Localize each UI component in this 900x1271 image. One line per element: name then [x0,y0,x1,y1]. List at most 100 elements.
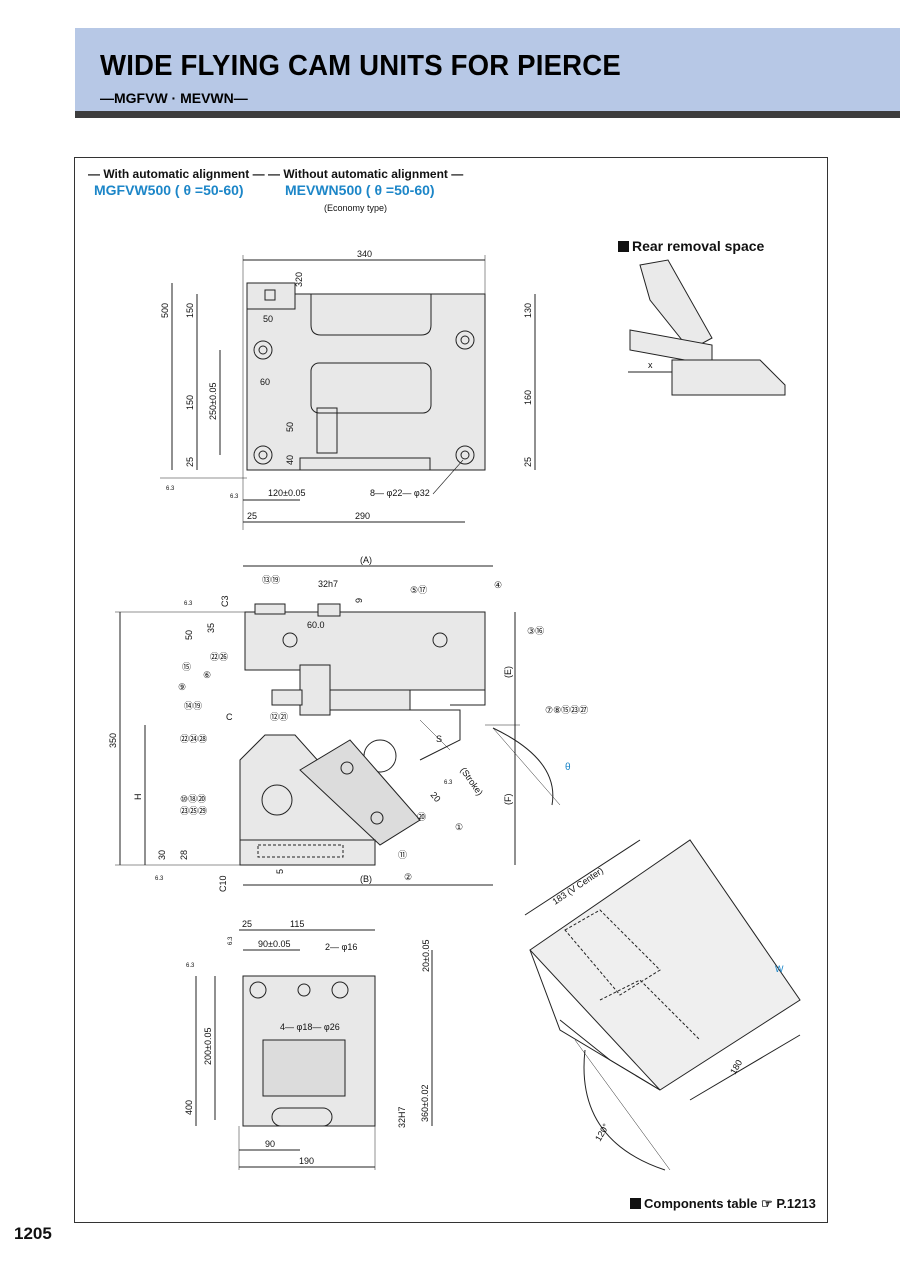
dim-text: 9 [354,598,364,603]
dim-text: 25 [523,457,533,467]
page-number: 1205 [14,1224,52,1243]
components-page-ref: P.1213 [776,1196,816,1211]
side-base-slot [257,844,344,858]
components-table-ref[interactable]: Components table ☞ P.1213 [630,1196,816,1212]
dim-text: 150 [185,303,195,318]
dim-text: 6.3 [228,936,234,945]
variant-auto-label: — With automatic alignment — [88,167,265,181]
bottom-view [195,929,433,1170]
dim-text: 30 [157,850,167,860]
iso-view [524,839,801,1171]
dim-text: ㉒㉔㉘ [180,734,207,744]
top-slot-middle [310,362,432,414]
drawing-panel [74,157,828,1223]
top-center-key [316,407,338,454]
header-band [75,28,900,112]
dim-text: 90±0.05 [258,939,290,949]
dim-text: 160 [523,390,533,405]
variant-manual-code: MEVWN500 ( θ =50-60) [285,182,435,198]
dim-text: 400 [184,1100,194,1115]
variant-manual-label: — Without automatic alignment — [268,167,464,181]
dim-text: 340 [357,249,372,259]
top-bolt-hole-1-inner [258,345,268,355]
dim-180-line [689,1034,801,1101]
side-bolt-1 [282,632,298,648]
side-view [115,565,561,886]
side-top-key [254,603,286,615]
dim-text: ⑨ [178,682,186,692]
dim-text: C [226,712,233,722]
top-bolt-hole-2-inner [258,450,268,460]
theta-ray [492,727,561,806]
dim-text: 500 [160,303,170,318]
dim-text: (A) [360,555,372,565]
dim-text: 25 [242,919,252,929]
side-cam-slider [299,739,421,846]
variant-auto-code: MGFVW500 ( θ =50-60) [94,182,244,198]
dim-text: 120° [593,1122,611,1143]
top-bolt-hole-1 [253,340,273,360]
side-slider-bolt-2 [370,811,384,825]
dim-text: 20±0.05 [421,940,431,972]
dim-text: 200±0.05 [203,1028,213,1065]
header-shadow [75,111,900,118]
dim-text: 32H7 [397,1106,407,1128]
top-view [160,255,536,530]
dim-text: C10 [218,875,228,892]
dim-text: 20 [428,790,442,804]
angle-ray [574,1039,671,1171]
side-bolt-2 [432,632,448,648]
square-bullet-icon [618,241,629,252]
stroke-line [419,719,451,751]
hole-leader [432,459,464,495]
dim-text: H [133,794,143,801]
dim-text: ⑫㉑ [270,712,288,722]
dim-text: 115 [290,919,304,929]
iso-lower-edge [559,1019,661,1091]
dim-text: 320 [294,272,304,287]
dim-text: ⑦⑧⑮㉓㉗ [545,705,588,715]
bottom-hole-2 [297,983,311,997]
dim-text: 35 [206,623,216,633]
dim-text: 4— φ18— φ26 [280,1022,340,1032]
angle-120-arc [583,1049,666,1171]
dim-text: 6.3 [444,780,453,786]
economy-note: (Economy type) [324,203,388,213]
dim-text: S [436,734,442,744]
dim-text: 32h7 [318,579,338,589]
dim-text: 50 [285,422,295,432]
top-view-plate [246,293,486,471]
dim-text: 25 [247,511,257,521]
page-subtitle: —MGFVW · MEVWN— [100,90,248,106]
dim-text: (E) [503,666,513,678]
top-key-hole [264,289,276,301]
bottom-hole-1 [249,981,267,999]
dim-text: ⑩⑱⑳ [180,794,206,804]
dim-text: ⑤⑰ [410,585,427,595]
dim-text: 6.3 [186,963,195,969]
dim-text: ③⑯ [527,626,544,636]
dim-183-line [524,839,641,916]
side-driver-block [299,664,331,716]
top-bolt-hole-3 [455,330,475,350]
book-pointer-icon: ☞ [761,1196,773,1211]
dim-text: 50 [184,630,194,640]
iso-hidden-block [564,909,661,996]
dim-text: 25 [185,457,195,467]
dim-text: 28 [179,850,189,860]
dim-text: 350 [108,733,118,748]
dim-text: ⑭⑲ [184,701,202,711]
dim-text: ② [404,872,412,882]
dim-text: 5 [275,869,285,874]
dim-text: 360±0.02 [420,1085,430,1122]
dim-text: ⑪ [398,850,407,860]
theta-arc [492,727,554,806]
dim-text: 290 [355,511,370,521]
dim-text: 120±0.05 [268,488,305,498]
side-base-hole [261,784,293,816]
dim-text: 40 [285,455,295,465]
dim-text: ⑳ [417,812,426,822]
dim-text: ① [455,822,463,832]
dim-text: ④ [494,580,502,590]
